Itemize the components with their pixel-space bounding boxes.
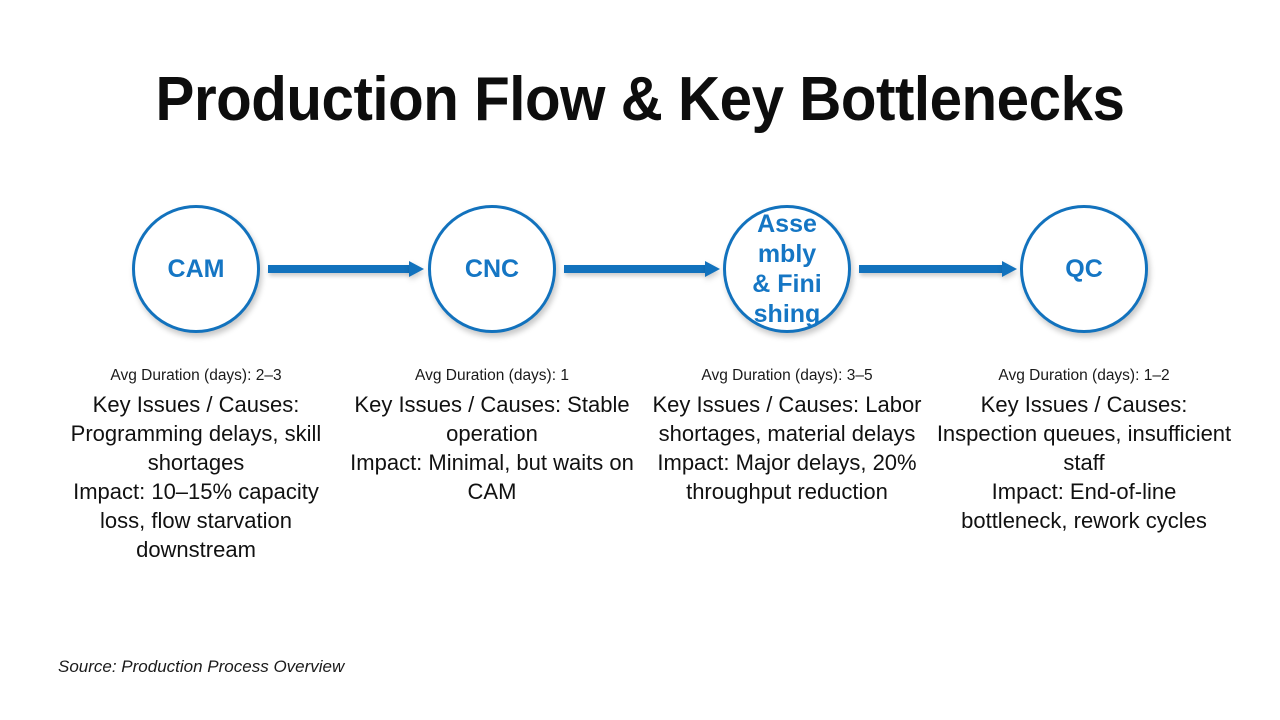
detail-column-cnc: Avg Duration (days): 1 Key Issues / Caus…	[344, 366, 640, 506]
flow-node-assembly-finishing[interactable]: Assembly & Finishing	[723, 205, 851, 333]
arrow-line	[268, 265, 410, 273]
issues-impact-text: Key Issues / Causes: Stable operation Im…	[350, 392, 634, 504]
avg-duration-text: Avg Duration (days): 2–3	[110, 367, 282, 384]
arrow-line	[564, 265, 706, 273]
flow-node-cnc[interactable]: CNC	[428, 205, 556, 333]
issues-impact-text: Key Issues / Causes: Inspection queues, …	[936, 392, 1232, 533]
detail-column-cam: Avg Duration (days): 2–3 Key Issues / Ca…	[48, 366, 344, 564]
connector-assembly-to-qc	[859, 261, 1017, 277]
node-circle	[723, 205, 851, 333]
node-circle	[428, 205, 556, 333]
issues-impact-text: Key Issues / Causes: Programming delays,…	[70, 392, 322, 562]
connector-cnc-to-assembly	[564, 261, 720, 277]
arrow-right-icon	[1002, 261, 1017, 277]
arrow-right-icon	[705, 261, 720, 277]
connector-cam-to-cnc	[268, 261, 424, 277]
detail-column-assembly-finishing: Avg Duration (days): 3–5 Key Issues / Ca…	[639, 366, 935, 506]
page-title: Production Flow & Key Bottlenecks	[155, 65, 1125, 134]
source-note: Source: Production Process Overview	[58, 657, 345, 676]
flow-node-qc[interactable]: QC	[1020, 205, 1148, 333]
node-circle	[132, 205, 260, 333]
issues-impact-text: Key Issues / Causes: Labor shortages, ma…	[652, 392, 922, 504]
avg-duration-text: Avg Duration (days): 1	[415, 367, 569, 384]
arrow-line	[859, 265, 1003, 273]
avg-duration-text: Avg Duration (days): 3–5	[701, 367, 873, 384]
flow-node-cam[interactable]: CAM	[132, 205, 260, 333]
process-flow-diagram: CAM CNC Assembly & Finishing QC	[0, 205, 1280, 333]
arrow-right-icon	[409, 261, 424, 277]
avg-duration-text: Avg Duration (days): 1–2	[998, 367, 1170, 384]
node-circle	[1020, 205, 1148, 333]
detail-column-qc: Avg Duration (days): 1–2 Key Issues / Ca…	[936, 366, 1232, 535]
